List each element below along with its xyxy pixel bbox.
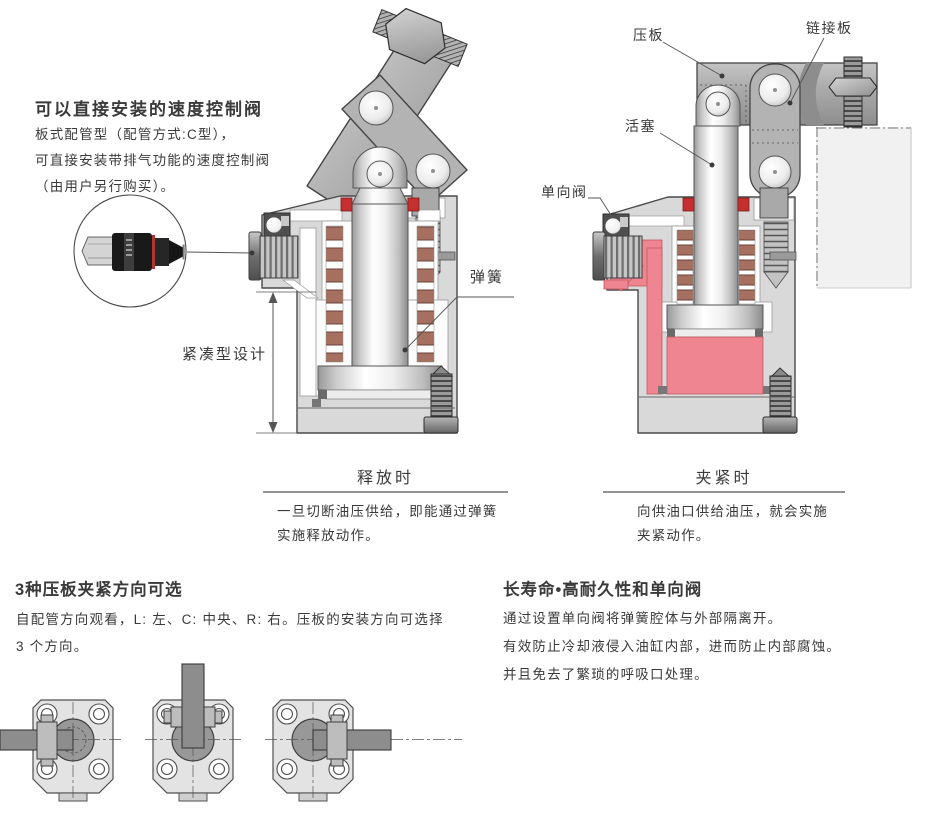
inset-valve-photo [73,194,255,308]
right-clamp-section-clamped [588,37,912,434]
direction-view-center [145,663,241,802]
durability-line: 通过设置单向阀将弹簧腔体与外部隔离开。 [503,611,783,626]
rod-seal [407,197,420,212]
durability-title: 长寿命•高耐久性和单向阀 [503,581,703,599]
direction-view-right [265,699,462,802]
spring-right-column [416,225,435,363]
piston-label: 活塞 [625,118,656,134]
intro-line: 板式配管型（配管方式:C型）， [35,127,236,142]
spring-left-column [325,225,344,363]
direction-view-left [0,699,121,802]
link-plate-label: 链接板 [806,20,853,36]
intro-line: 可直接安装带排气功能的速度控制阀 [35,153,271,168]
directions-line: 自配管方向观看，L: 左、C: 中央、R: 右。压板的安装方向可选择 [16,612,444,627]
callout-lines [588,37,825,216]
durability-line: 并且免去了繁琐的呼吸口处理。 [503,667,709,682]
release-caption: 释放时 [356,470,414,487]
spring-label: 弹簧 [470,269,505,286]
check-valve-label: 单向阀 [541,184,588,200]
link-plate [749,63,801,199]
intro-title: 可以直接安装的速度控制阀 [35,100,263,119]
oil-channel-left [299,227,317,397]
rod-seal [737,197,750,212]
oil-port-right [592,231,643,281]
clamp-desc-line: 向供油口供给油压，就会实施 [637,504,829,519]
workpiece [816,127,912,289]
piston-head-right [666,304,764,330]
clamp-arm-released [306,7,468,217]
directions-title: 3种压板夹紧方向可选 [15,581,183,599]
piston-rod-left [351,146,409,369]
oil-port-left [248,231,299,281]
check-valve-left [263,212,291,238]
spring-left-column [676,229,694,305]
piston-rod-right [693,84,741,311]
directions-line: 3 个方向。 [16,639,89,654]
spring-right-column [738,229,756,305]
dimension-compact-design [256,291,316,434]
pressure-plate-label: 压板 [633,27,664,43]
compact-design-label: 紧凑型设计 [182,346,268,363]
clamp-caption: 夹紧时 [695,470,753,487]
clamp-bolt-released [372,7,468,68]
rod-seal [682,197,695,212]
mounting-bolt-left [423,365,459,434]
clamp-desc-line: 夹紧动作。 [637,528,711,543]
release-desc-line: 一旦切断油压供给，即能通过弹簧 [277,504,498,519]
durability-line: 有效防止冷却液侵入油缸内部，进而防止内部腐蚀。 [503,639,842,654]
intro-line: （由用户另行购买）。 [35,179,176,194]
clamp-bolt-clamped [828,56,878,128]
rod-seal [340,197,353,212]
check-valve-right [602,213,630,239]
piston-head-left [317,365,443,391]
left-clamp-section-released [248,7,514,434]
release-desc-line: 实施释放动作。 [277,528,380,543]
oil-chamber [666,336,764,395]
